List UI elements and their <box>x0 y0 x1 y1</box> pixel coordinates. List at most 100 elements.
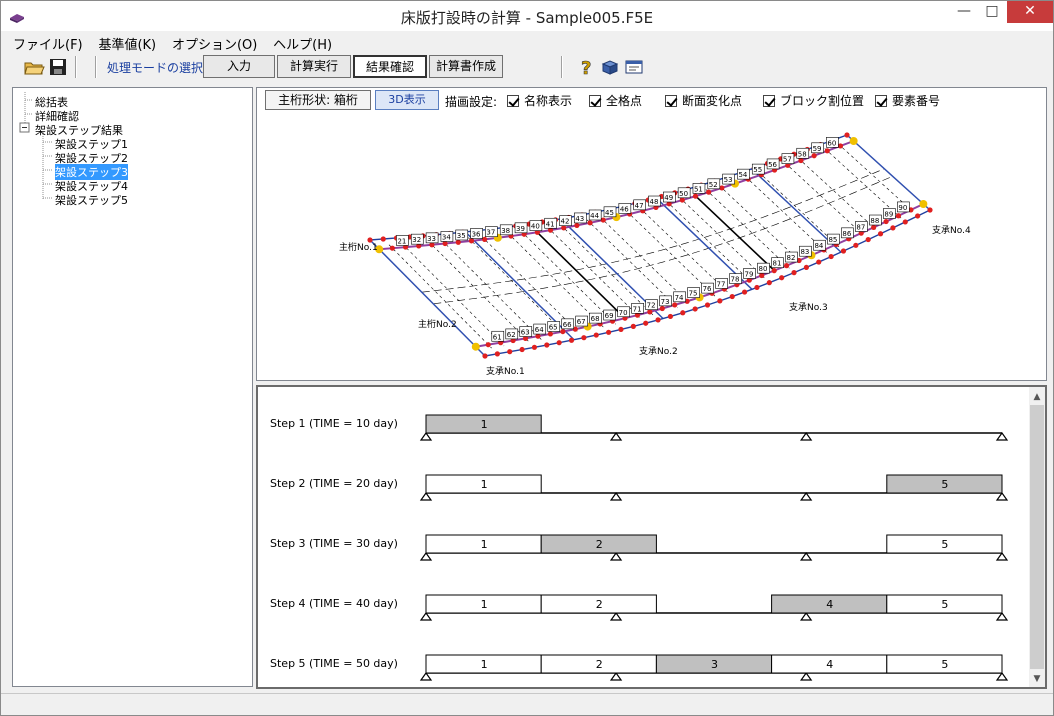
edge-node <box>606 329 612 335</box>
girder-node <box>416 243 422 249</box>
element-number: 62 <box>507 331 516 339</box>
slab-block-number: 5 <box>941 478 948 491</box>
tree-item-step4[interactable]: 架設ステップ4 <box>55 180 128 193</box>
element-number: 47 <box>635 202 644 210</box>
cross-beam-line <box>798 157 877 230</box>
edge-node <box>630 323 636 329</box>
checkbox-name-display[interactable]: 名称表示 <box>507 92 572 109</box>
scroll-down-arrow-icon[interactable]: ▼ <box>1033 674 1041 684</box>
edge-node <box>803 264 809 271</box>
edge-node <box>779 275 785 281</box>
support-triangle-icon <box>799 431 813 441</box>
checkbox-all-nodes[interactable]: 全格点 <box>589 92 642 109</box>
draw-settings-label: 描画設定: <box>445 95 498 109</box>
checkbox-block-division[interactable]: ブロック割位置 <box>763 92 864 109</box>
edge-node <box>865 236 871 243</box>
checkbox-checked-icon[interactable] <box>507 95 519 107</box>
girder-node <box>785 162 791 168</box>
tree-item-step5[interactable]: 架設ステップ5 <box>55 194 128 207</box>
girder-node <box>811 153 817 159</box>
center-line <box>433 175 893 305</box>
element-number-box <box>547 321 561 332</box>
menu-options[interactable]: オプション(O) <box>171 38 258 53</box>
element-number-box <box>633 199 646 211</box>
edge-node <box>902 219 908 225</box>
minimize-button[interactable]: — <box>957 3 971 19</box>
element-number: 70 <box>619 309 628 317</box>
tree-item-step3[interactable]: 架設ステップ3 <box>55 164 128 180</box>
element-number: 84 <box>814 242 823 250</box>
section-change-node <box>849 137 858 145</box>
3d-box-icon[interactable] <box>599 56 621 78</box>
girder-node <box>759 272 765 279</box>
element-number-box <box>575 315 588 327</box>
scroll-up-arrow-icon[interactable]: ▲ <box>1033 392 1041 402</box>
mode-input-button[interactable]: 入力 <box>203 55 275 78</box>
girder-node <box>482 236 488 242</box>
mode-calc-button[interactable]: 計算実行 <box>277 55 351 78</box>
mode-result-button[interactable]: 結果確認 <box>353 55 427 78</box>
support-label-2: 支承No.2 <box>639 345 678 357</box>
element-number-box <box>574 212 587 224</box>
help-icon[interactable]: ? <box>575 56 597 78</box>
mode-label: 処理モードの選択 <box>107 61 204 75</box>
tree-item-step1[interactable]: 架設ステップ1 <box>55 138 128 151</box>
slab-block-number: 2 <box>596 658 603 671</box>
tree-item-step2[interactable]: 架設ステップ2 <box>55 152 128 165</box>
open-folder-icon[interactable] <box>23 56 45 78</box>
scrollbar-thumb[interactable] <box>1030 405 1044 669</box>
cross-beam-line <box>600 216 691 305</box>
tree-item-erection-results[interactable]: 架設ステップ結果 <box>35 124 123 137</box>
cross-beam-line <box>547 226 641 319</box>
element-number: 49 <box>664 194 673 202</box>
slab-block <box>540 534 657 554</box>
menu-standard[interactable]: 基準値(K) <box>98 38 157 53</box>
element-number-box <box>677 187 691 199</box>
element-number-box <box>618 203 632 214</box>
support-line <box>536 231 626 319</box>
checkbox-checked-icon[interactable] <box>875 95 887 107</box>
save-icon[interactable] <box>47 56 69 78</box>
support-label-4: 支承No.4 <box>932 224 971 236</box>
close-button[interactable]: ✕ <box>1007 1 1053 23</box>
checkbox-checked-icon[interactable] <box>589 95 601 107</box>
support-triangle-icon <box>799 671 813 681</box>
cross-beam-line <box>784 162 865 236</box>
edge-node <box>618 326 624 333</box>
slab-block <box>886 474 1003 494</box>
edge-node <box>692 306 698 312</box>
center-line <box>421 168 885 293</box>
cross-beam-line <box>745 176 827 253</box>
element-number: 59 <box>813 145 822 153</box>
checkbox-element-number[interactable]: 要素番号 <box>875 92 940 109</box>
element-number-box <box>826 137 839 148</box>
girder-shape-button[interactable]: 主桁形状: 箱桁 <box>265 90 371 110</box>
element-number-box <box>687 287 700 298</box>
edge-node <box>531 344 538 350</box>
tree-item-detail[interactable]: 詳細確認 <box>35 110 79 123</box>
window-icon[interactable] <box>623 56 645 78</box>
element-number-box <box>751 163 765 175</box>
girder-node <box>719 185 725 191</box>
checkbox-checked-icon[interactable] <box>763 95 775 107</box>
element-number-box <box>799 245 812 257</box>
mode-report-button[interactable]: 計算書作成 <box>429 55 503 78</box>
plan-toolbar: 主桁形状: 箱桁 3D表示 描画設定: 名称表示 全格点 断面変化点 ブロック割… <box>257 88 1046 114</box>
element-number-box <box>766 158 780 170</box>
maximize-button[interactable]: □ <box>985 3 999 19</box>
menu-file[interactable]: ファイル(F) <box>13 38 83 53</box>
element-number: 87 <box>856 223 865 231</box>
checkbox-section-change[interactable]: 断面変化点 <box>665 92 742 109</box>
tree-lines <box>19 92 53 199</box>
element-number-box <box>485 226 498 237</box>
girder-label-1: 主桁No.1 <box>339 241 378 253</box>
element-number: 79 <box>745 270 754 278</box>
toolbar-separator <box>75 56 77 78</box>
tree-item-summary[interactable]: 総括表 <box>35 96 68 109</box>
checkbox-checked-icon[interactable] <box>665 95 677 107</box>
edge-node <box>915 213 921 219</box>
element-number: 73 <box>661 298 670 306</box>
menu-help[interactable]: ヘルプ(H) <box>273 38 333 53</box>
3d-view-button[interactable]: 3D表示 <box>375 90 439 110</box>
